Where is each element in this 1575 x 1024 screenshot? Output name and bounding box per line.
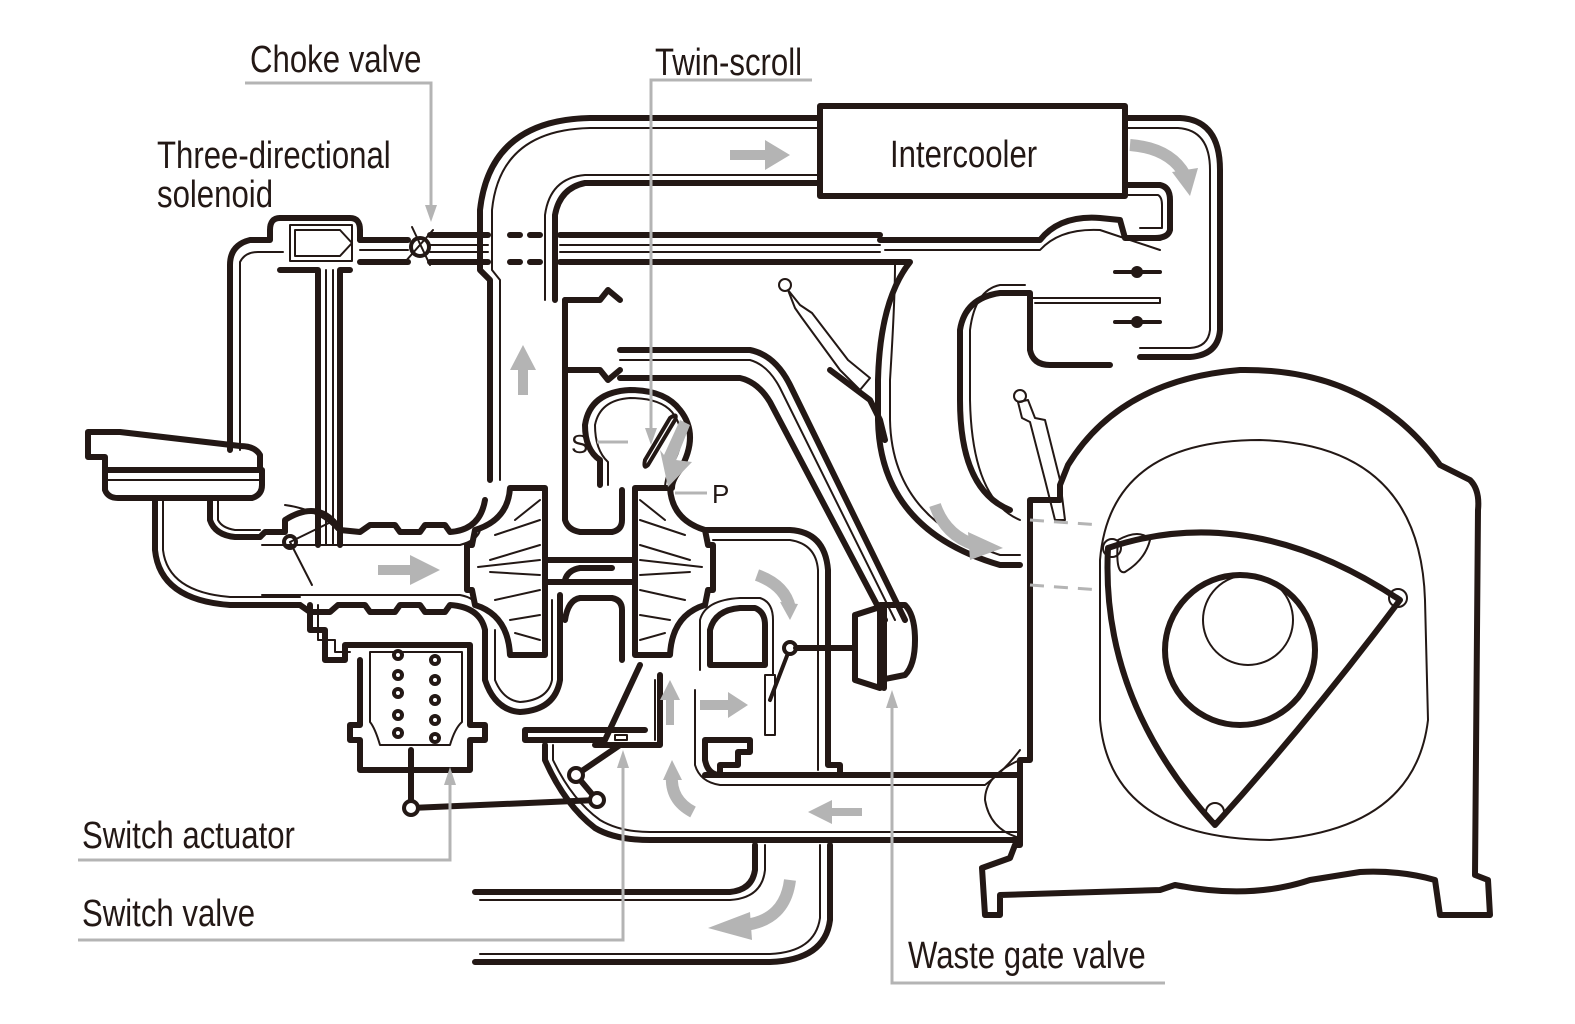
- flow-arrow-primary-scroll: [660, 420, 692, 487]
- choke-flap-pivot: [282, 534, 298, 550]
- flow-arrow-curve-up: [665, 774, 697, 818]
- actuator-spring-holes: [392, 649, 441, 744]
- manifold-valve-lower: [1131, 316, 1143, 328]
- exhaust-passages: [472, 278, 1066, 965]
- rotor-gear: [1162, 572, 1318, 728]
- leader-waste-gate: [890, 705, 1165, 985]
- leader-switch-valve: [78, 765, 625, 942]
- turbine-wheel: [632, 485, 716, 658]
- wastegate-flap: [764, 674, 776, 736]
- leader-twin-scroll: [649, 78, 812, 430]
- choke-valve-icon: [409, 236, 431, 258]
- spark-plug-lower: [1013, 389, 1066, 521]
- leader-choke-valve: [245, 81, 433, 205]
- spark-plug-upper: [778, 278, 888, 443]
- intercooler-pipe: [477, 103, 1223, 483]
- flow-arrow-exhaust-out: [743, 878, 796, 931]
- leader-lines: [78, 78, 1165, 985]
- intercooler-box: [817, 103, 1128, 199]
- manifold-valve-upper: [1131, 266, 1143, 278]
- flow-arrow-to-intercooler: [730, 140, 790, 170]
- apex-seal: [1102, 538, 1122, 558]
- label-switch-actuator: Switch actuator: [82, 815, 295, 857]
- flow-arrow-to-wastegate: [700, 692, 748, 718]
- solenoid-lines: [227, 215, 883, 548]
- label-switch-valve: Switch valve: [82, 893, 255, 935]
- air-cleaner: [85, 429, 303, 608]
- label-choke-valve: Choke valve: [250, 39, 421, 81]
- label-three-directional: Three-directional: [157, 135, 391, 177]
- rotary-engine: [979, 366, 1493, 918]
- compressor-inlet-duct: [257, 497, 488, 633]
- leader-switch-actuator: [78, 782, 452, 862]
- solenoid-valve-icon: [294, 229, 353, 257]
- flow-arrow-up: [510, 345, 536, 395]
- flow-arrow-exhaust-left: [808, 800, 862, 824]
- label-waste-gate-valve: Waste gate valve: [908, 935, 1146, 977]
- label-intercooler: Intercooler: [890, 134, 1037, 176]
- scroll-divider: [642, 413, 678, 469]
- flow-arrows: [378, 139, 1198, 940]
- trochoid-chamber: [1099, 439, 1429, 841]
- rotor: [1104, 529, 1403, 828]
- flow-arrow-intercooler-out: [1129, 139, 1191, 179]
- turbocharger: [464, 297, 843, 778]
- flow-arrow-gate-up: [660, 680, 680, 725]
- label-scroll-s: S: [571, 429, 588, 459]
- eccentric-shaft: [1202, 574, 1294, 666]
- apex-seal: [1388, 588, 1408, 608]
- wastegate-actuator: [852, 604, 883, 691]
- label-scroll-p: P: [712, 479, 729, 509]
- labels: Choke valve Three-directional solenoid T…: [82, 39, 1146, 977]
- apex-seal: [1205, 802, 1225, 822]
- label-twin-scroll: Twin-scroll: [655, 42, 802, 84]
- intake-manifold: [875, 214, 1163, 568]
- flow-arrow-compressor-in: [378, 555, 440, 585]
- switch-actuator-unit: [307, 602, 623, 817]
- label-solenoid: solenoid: [157, 174, 273, 216]
